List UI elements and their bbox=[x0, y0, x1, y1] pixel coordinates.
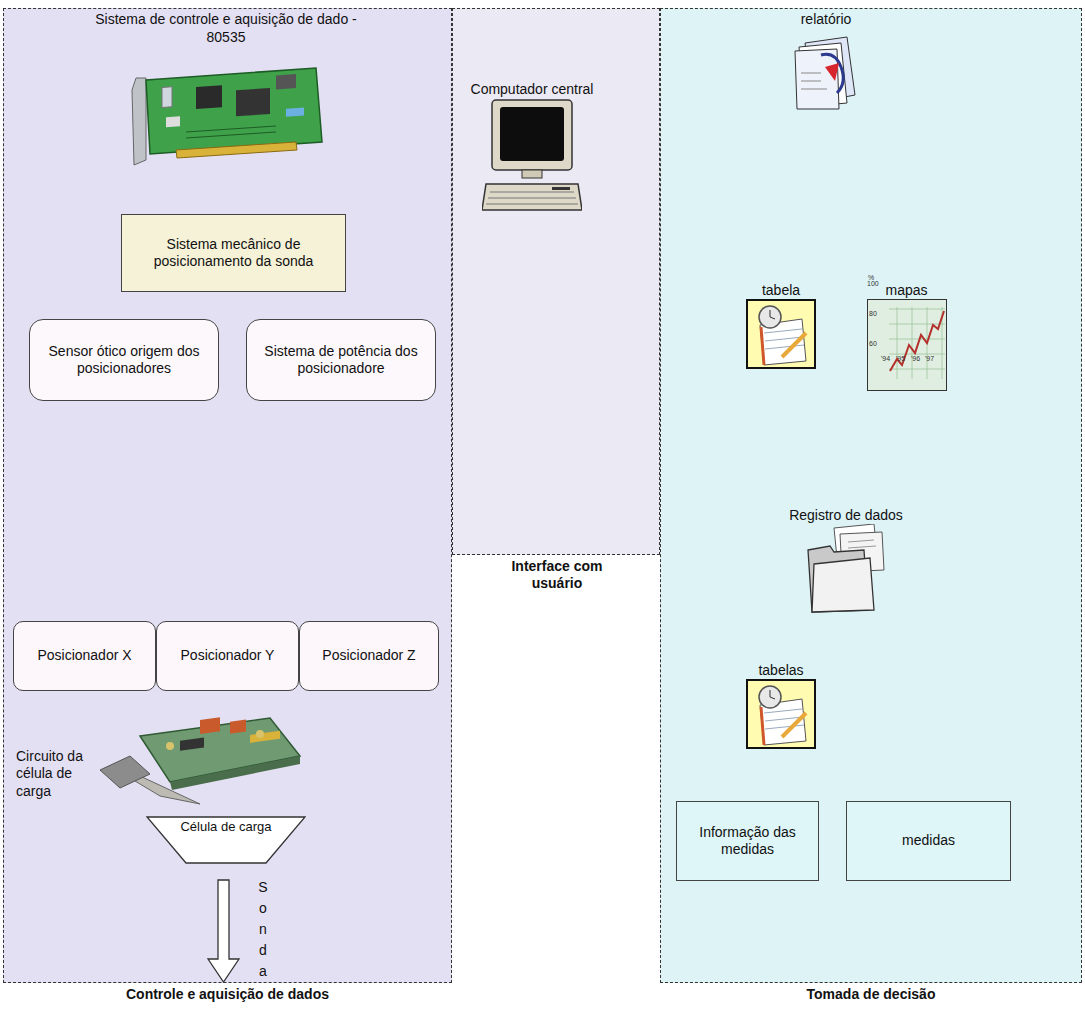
axis-label: '96 bbox=[911, 355, 920, 362]
process-box: Sistema de potência dos posicionadore bbox=[246, 319, 436, 401]
icon-caption: tabelas bbox=[736, 662, 826, 680]
icon-picture bbox=[746, 679, 816, 749]
chart-icon: mapas%1008060'94'95'96'97 bbox=[859, 273, 954, 391]
axis-label: '97 bbox=[925, 355, 934, 362]
axis-label: 60 bbox=[869, 340, 877, 347]
icon-caption: Circuito da célula de carga bbox=[16, 748, 100, 801]
table-icon: tabela bbox=[736, 273, 826, 369]
output-box: Informação das medidas bbox=[676, 801, 819, 881]
axis-label: '94 bbox=[881, 355, 890, 362]
box-text: Informação das medidas bbox=[683, 824, 812, 859]
icon-caption: relatório bbox=[783, 11, 869, 29]
icon-picture bbox=[804, 524, 888, 614]
icon-picture bbox=[482, 98, 582, 218]
positioner-box: Posicionador Y bbox=[156, 621, 299, 691]
axis-label: 100 bbox=[867, 280, 879, 287]
probe-arrow bbox=[206, 879, 241, 983]
positioner-box: Posicionador X bbox=[13, 621, 156, 691]
process-box: Sensor ótico origem dos posicionadores bbox=[29, 319, 219, 401]
box-text: Posicionador Z bbox=[322, 647, 415, 665]
region-panel: Controle e aquisição de dadosSistema de … bbox=[3, 8, 452, 983]
region-panel: Tomada de decisãorelatóriotabelamapas%10… bbox=[660, 8, 1082, 983]
probe: Sonda bbox=[206, 879, 281, 983]
box-text: medidas bbox=[902, 832, 955, 850]
icon-picture bbox=[126, 50, 326, 175]
positioner-box: Posicionador Z bbox=[299, 621, 439, 691]
box-text: Sistema de potência dos posicionadore bbox=[253, 343, 429, 378]
box-text: Célula de carga bbox=[176, 819, 276, 835]
load-cell-circuit: Circuito da célula de carga bbox=[16, 716, 306, 806]
box-text: Posicionador Y bbox=[181, 647, 275, 665]
region-label: Tomada de decisão bbox=[661, 986, 1081, 1003]
icon-picture bbox=[791, 33, 861, 111]
icon-caption: Computador central bbox=[463, 81, 601, 99]
axis-label: '95 bbox=[896, 355, 905, 362]
axis-label: 80 bbox=[869, 310, 877, 317]
daq-board: Sistema de controle e aquisição de dado … bbox=[61, 11, 391, 183]
region-label: Controle e aquisição de dados bbox=[4, 986, 451, 1003]
report-icon: relatório bbox=[783, 11, 869, 115]
icon-caption: tabela bbox=[736, 282, 826, 300]
vertical-label: Sonda bbox=[256, 877, 270, 982]
region-panel: Interface com usuárioComputador central bbox=[452, 8, 660, 555]
box-text: Posicionador X bbox=[37, 647, 131, 665]
box-text: Sistema mecânico de posicionamento da so… bbox=[128, 236, 339, 271]
icon-caption: Sistema de controle e aquisição de dado … bbox=[91, 11, 361, 46]
table-icon: tabelas bbox=[736, 653, 826, 749]
region-label: Interface com usuário bbox=[492, 558, 622, 592]
output-box: medidas bbox=[846, 801, 1011, 881]
folder-icon: Registro de dados bbox=[766, 486, 926, 614]
icon-caption: Registro de dados bbox=[766, 507, 926, 525]
load-cell: Célula de carga bbox=[146, 816, 306, 864]
process-box: Sistema mecânico de posicionamento da so… bbox=[121, 214, 346, 292]
computer-icon: Computador central bbox=[463, 63, 601, 218]
icon-picture bbox=[746, 299, 816, 369]
axis-label: % bbox=[868, 274, 874, 281]
icon-picture bbox=[867, 299, 947, 391]
box-text: Sensor ótico origem dos posicionadores bbox=[36, 343, 212, 378]
icon-picture bbox=[100, 716, 305, 806]
